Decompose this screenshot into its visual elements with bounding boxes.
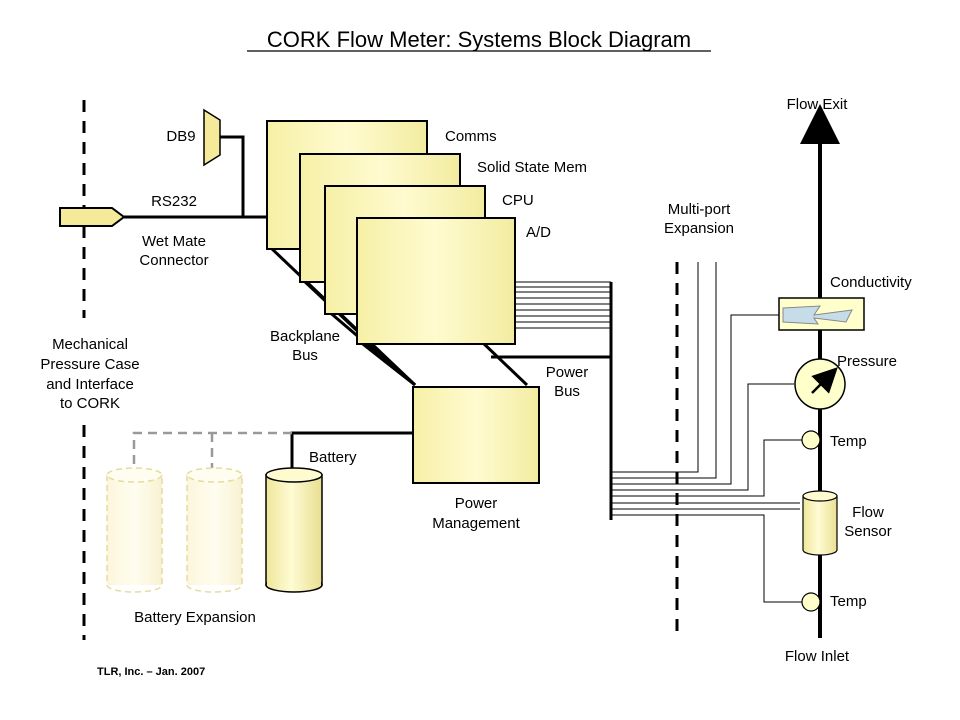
ad-sensor-lines [515,281,611,329]
footer-credit: TLR, Inc. – Jan. 2007 [97,666,205,678]
pressure-case-line-1: Mechanical [52,336,128,353]
wet-mate-connector [59,207,126,227]
temp-sensor-bottom [801,592,821,612]
pressure-case-line-4: to CORK [60,395,120,412]
pressure-case-line-2: Pressure Case [40,356,139,373]
db9-connector [203,108,221,167]
ad-label: A/D [526,224,551,241]
wet-mate-label-2: Connector [139,252,208,269]
flow-inlet-label: Flow Inlet [785,648,850,665]
db9-label: DB9 [166,128,195,145]
battery-expansion-label: Battery Expansion [134,609,256,626]
multiport-label-2: Expansion [664,220,734,237]
flow-sensor [802,490,838,556]
multiport-label-1: Multi-port [668,201,731,218]
battery-expansion-lines [132,431,292,470]
temp-sensor-top [801,430,821,450]
power-management-label-1: Power [455,495,498,512]
power-bus-label-2: Bus [554,383,580,400]
db9-line [220,135,245,217]
expansion-battery-1 [106,467,163,593]
diagram-title: CORK Flow Meter: Systems Block Diagram [267,27,691,52]
sensor-wiring [611,262,802,603]
backplane-label-2: Bus [292,347,318,364]
battery-label: Battery [309,449,357,466]
cpu-label: CPU [502,192,534,209]
pressure-case-label: Mechanical Pressure Case and Interface t… [40,336,139,412]
conductivity-sensor [778,297,865,331]
flow-exit-label: Flow Exit [787,96,849,113]
flow-sensor-label-2: Sensor [844,523,892,540]
memory-label: Solid State Mem [477,159,587,176]
temp-top-label: Temp [830,433,867,450]
backplane-label-1: Backplane [270,328,340,345]
rs232-label: RS232 [151,193,197,210]
power-bus-label-1: Power [546,364,589,381]
wet-mate-label-1: Wet Mate [142,233,206,250]
board-ad [356,217,516,345]
power-management-label-2: Management [432,515,520,532]
flow-sensor-label-1: Flow [852,504,884,521]
temp-bottom-label: Temp [830,593,867,610]
conductivity-label: Conductivity [830,274,912,291]
expansion-battery-2 [186,467,243,593]
battery-cylinder [265,467,323,593]
pressure-label: Pressure [837,353,897,370]
power-management-box [412,386,540,484]
pressure-case-line-3: and Interface [46,376,134,393]
comms-label: Comms [445,128,497,145]
pressure-gauge [794,358,846,410]
